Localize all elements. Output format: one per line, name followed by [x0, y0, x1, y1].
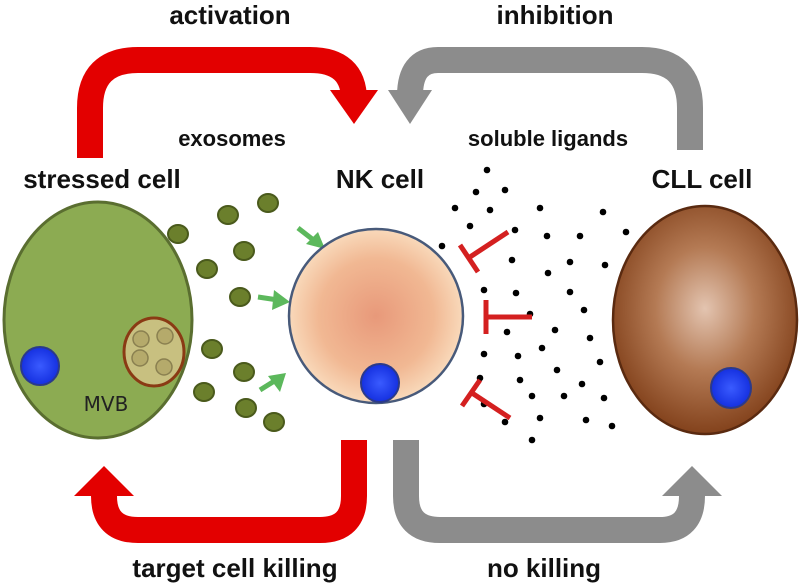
stressed-cell: [2, 200, 194, 440]
no-killing-arrow: [393, 440, 722, 543]
exosome-uptake-arrows: [257, 226, 325, 393]
green-arrow-icon: [258, 373, 286, 393]
exosome: [233, 241, 255, 261]
cll-cell-nucleus: [710, 367, 752, 409]
target-cell-killing-arrow: [74, 440, 367, 543]
mvb: [122, 316, 186, 388]
inhibit-icon: [459, 378, 512, 421]
exosome: [233, 362, 255, 382]
exosome: [201, 339, 223, 359]
stressed-cell-label: stressed cell: [23, 164, 181, 194]
green-arrow-icon: [257, 290, 290, 310]
cll-cell: [611, 204, 799, 436]
green-arrow-icon: [296, 226, 325, 249]
soluble-ligands: [438, 166, 630, 444]
exosome: [263, 412, 285, 432]
nk-cell-nucleus: [360, 363, 400, 403]
inhibition-arrow: [388, 47, 703, 150]
exosome: [196, 259, 218, 279]
soluble-ligands-label: soluble ligands: [468, 126, 628, 151]
inhibition-label: inhibition: [497, 0, 614, 30]
inhibition-symbols: [457, 229, 532, 421]
exosome: [217, 205, 239, 225]
no-killing-label: no killing: [487, 553, 601, 583]
exosome: [167, 224, 189, 244]
exosomes: [167, 193, 285, 432]
inhibit-icon: [457, 229, 510, 274]
target-cell-killing-label: target cell killing: [132, 553, 337, 583]
mvb-label: MVB: [84, 392, 129, 416]
nk-cell: [287, 227, 465, 405]
activation-label: activation: [169, 0, 290, 30]
cll-cell-label: CLL cell: [652, 164, 753, 194]
exosome: [193, 382, 215, 402]
stressed-cell-nucleus: [20, 346, 60, 386]
exosomes-label: exosomes: [178, 126, 286, 151]
inhibit-icon: [483, 300, 532, 334]
activation-arrow: [77, 47, 378, 158]
exosome: [235, 398, 257, 418]
exosome: [257, 193, 279, 213]
exosome: [229, 287, 251, 307]
nk-cell-label: NK cell: [336, 164, 424, 194]
